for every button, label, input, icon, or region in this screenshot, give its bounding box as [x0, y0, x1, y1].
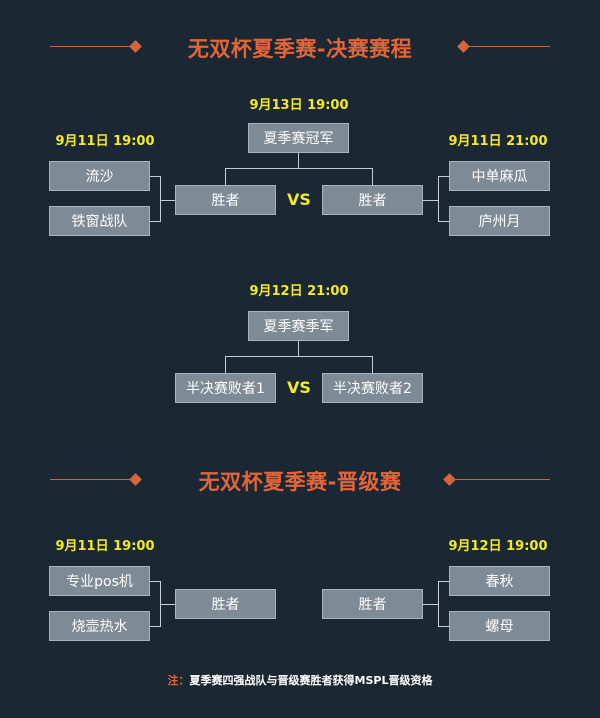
title-decoration-line-left [50, 46, 135, 47]
team-box: 庐州月 [449, 206, 550, 236]
champion-right-winner-slot: 胜者 [322, 185, 423, 215]
title-decoration-line-right [451, 479, 550, 480]
bracket-line [150, 221, 161, 222]
third-place-left-slot: 半决赛败者1 [175, 373, 276, 403]
promotion-left-winner-slot: 胜者 [175, 589, 276, 619]
promotion-right-winner-slot: 胜者 [322, 589, 423, 619]
team-box: 烧壶热水 [49, 611, 150, 641]
team-box: 螺母 [449, 611, 550, 641]
bracket-line [150, 581, 161, 582]
bracket-line [150, 176, 161, 177]
promotion-right-time: 9月12日 19:00 [448, 539, 548, 554]
bracket-line [438, 176, 439, 222]
bracket-line [423, 604, 438, 605]
bracket-line [438, 581, 439, 627]
bracket-line [225, 356, 226, 373]
final-section-title: 无双杯夏季赛-决赛赛程 [187, 37, 413, 61]
bracket-line [225, 356, 373, 357]
promotion-section-title: 无双杯夏季赛-晋级赛 [198, 470, 402, 494]
bracket-line [438, 176, 449, 177]
bracket-line [298, 153, 299, 168]
footnote-text: 夏季赛四强战队与晋级赛胜者获得MSPL晋级资格 [189, 674, 433, 687]
title-decoration-line-left [50, 479, 135, 480]
team-box: 中单麻瓜 [449, 161, 550, 191]
bracket-line [423, 200, 438, 201]
bracket-line [298, 341, 299, 356]
team-box: 铁窗战队 [49, 206, 150, 236]
bracket-line [438, 221, 449, 222]
vs-label: VS [287, 378, 311, 397]
semi-left-time: 9月11日 19:00 [55, 134, 155, 149]
team-box: 专业pos机 [49, 566, 150, 596]
champion-title-box: 夏季赛冠军 [248, 123, 349, 153]
vs-label: VS [287, 190, 311, 209]
third-place-right-slot: 半决赛败者2 [322, 373, 423, 403]
footnote: 注：夏季赛四强战队与晋级赛胜者获得MSPL晋级资格 [0, 672, 600, 688]
third-place-title-box: 夏季赛季军 [248, 311, 349, 341]
champion-match-time: 9月13日 19:00 [249, 98, 349, 113]
bracket-line [372, 356, 373, 373]
team-box: 流沙 [49, 161, 150, 191]
title-decoration-line-right [465, 46, 550, 47]
footnote-label: 注： [167, 674, 190, 687]
champion-left-winner-slot: 胜者 [175, 185, 276, 215]
bracket-line [225, 168, 373, 169]
team-box: 春秋 [449, 566, 550, 596]
semi-right-time: 9月11日 21:00 [448, 134, 548, 149]
bracket-line [150, 626, 161, 627]
promotion-left-time: 9月11日 19:00 [55, 539, 155, 554]
bracket-line [225, 168, 226, 185]
third-place-time: 9月12日 21:00 [249, 284, 349, 299]
bracket-line [372, 168, 373, 185]
bracket-line [160, 604, 175, 605]
bracket-line [438, 626, 449, 627]
bracket-line [160, 200, 175, 201]
bracket-line [160, 176, 161, 222]
bracket-line [438, 581, 449, 582]
